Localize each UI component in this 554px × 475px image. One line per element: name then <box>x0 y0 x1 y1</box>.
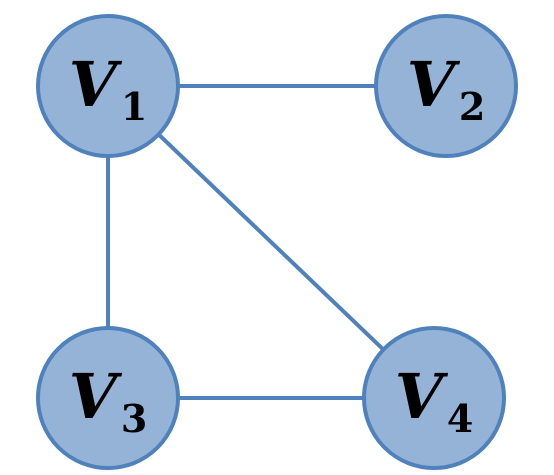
node-letter: V <box>407 48 461 121</box>
node-letter: V <box>395 360 449 433</box>
node-circle-v4 <box>362 326 506 470</box>
node-letter: V <box>69 360 123 433</box>
node-subscript: 2 <box>459 84 485 129</box>
node-letter: V <box>69 48 123 121</box>
edge-v1-v4 <box>106 84 436 400</box>
node-subscript: 4 <box>447 396 473 441</box>
node-subscript: 1 <box>121 84 147 129</box>
node-circle-v1 <box>36 14 180 158</box>
node-circle-v2 <box>374 14 518 158</box>
node-subscript: 3 <box>121 396 147 441</box>
node-circle-v3 <box>36 326 180 470</box>
